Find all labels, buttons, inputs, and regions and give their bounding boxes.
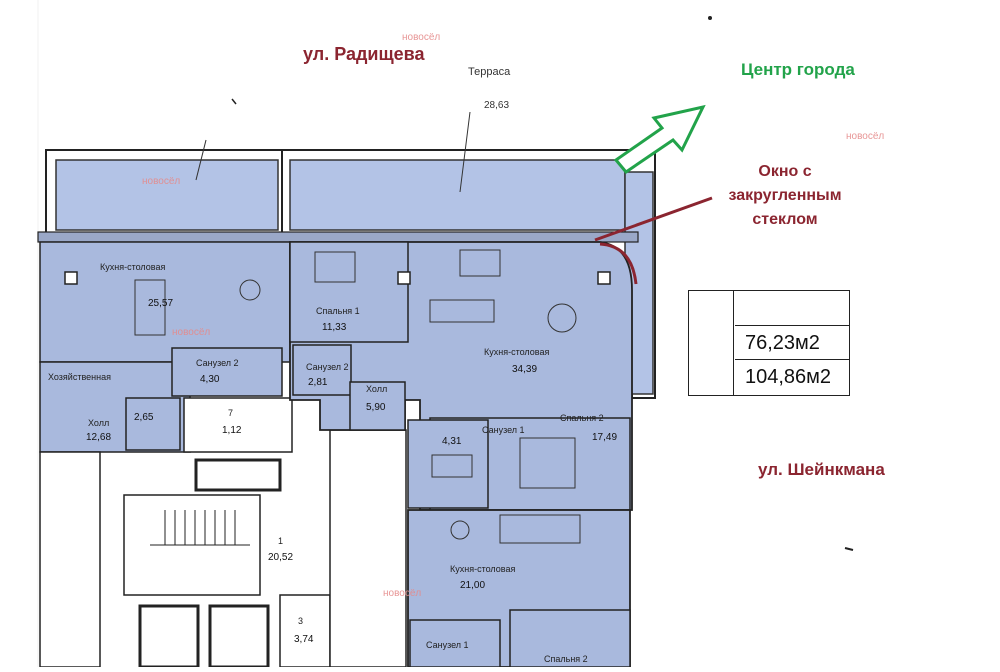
total-area-value: 104,86м2: [735, 359, 849, 394]
window-leader-line: [594, 196, 713, 242]
room-area: 25,57: [148, 298, 174, 309]
speck: [708, 16, 712, 20]
room-area: 5,90: [366, 402, 386, 413]
room-area: 1,12: [222, 425, 242, 436]
watermark-logo: новосёл: [172, 327, 211, 338]
bath-1: [407, 419, 489, 509]
sofa-icon: [429, 299, 495, 323]
bed-icon: [519, 437, 576, 489]
room-area: 21,00: [460, 580, 486, 591]
street-label-radishcheva: ул. Радищева: [303, 44, 425, 64]
facade-wall: [37, 231, 639, 243]
room-area: 4,31: [442, 436, 462, 447]
elevator-top: [194, 458, 282, 492]
bath-left: [171, 347, 283, 397]
table-icon: [450, 520, 470, 540]
watermark-logo: новосёл: [402, 32, 441, 43]
column-2: [397, 271, 411, 285]
room-area: 34,39: [512, 364, 538, 375]
room-label: Кухня-столовая: [450, 564, 516, 574]
city-center-arrow-icon: [613, 104, 706, 175]
room-label: Хозяйственная: [48, 372, 111, 382]
column-1: [597, 271, 611, 285]
room-3: [279, 594, 331, 668]
room-label: Санузел 1: [482, 425, 525, 435]
corridor-left: [39, 451, 101, 668]
leader-line-1: [195, 139, 207, 181]
room-label: Спальня 2: [544, 654, 588, 664]
leader-line-2: [459, 111, 471, 193]
room-area: 2,65: [134, 412, 154, 423]
city-center-label: Центр города: [741, 60, 855, 79]
terrace-left: [55, 159, 279, 231]
room-area: 11,33: [322, 322, 347, 333]
sofa-icon: [499, 514, 581, 544]
terrace-main: [289, 159, 626, 231]
room-label: Спальня 2: [560, 413, 604, 423]
sofa-icon: [459, 249, 501, 277]
room-label: Санузел 2: [196, 358, 239, 368]
rounded-window-note: Окно с закругленным стеклом: [728, 163, 842, 228]
speck: [231, 98, 237, 105]
room-7: [183, 397, 293, 453]
room-label: 3: [298, 616, 304, 626]
sofa-icon: [134, 279, 166, 336]
street-label-sheinkmana: ул. Шейнкмана: [758, 460, 885, 479]
room-area: 2,81: [308, 377, 328, 388]
room-label: Кухня-столовая: [484, 347, 550, 357]
bedroom-1: [289, 241, 409, 343]
watermark-logo: новосёл: [846, 131, 885, 142]
area-box-left-column: [689, 291, 734, 395]
room-label: 1: [278, 536, 284, 546]
stair-steps: [150, 510, 250, 546]
room-label: Холл: [366, 384, 388, 394]
area-summary-box: 76,23м2 104,86м2: [688, 290, 850, 396]
bedroom-bottom: [509, 609, 631, 668]
room-area: 20,52: [268, 552, 294, 563]
room-area: 12,68: [86, 432, 112, 443]
room-area: 17,49: [592, 432, 618, 443]
column-3: [64, 271, 78, 285]
table-icon: [239, 279, 261, 301]
room-label: Кухня-столовая: [100, 262, 166, 272]
room-area: 4,30: [200, 374, 220, 385]
room-area: 3,74: [294, 634, 314, 645]
small-left: [125, 397, 181, 451]
bath-2: [292, 344, 352, 396]
living-area-value: 76,23м2: [735, 325, 849, 360]
bath-bottom: [409, 619, 501, 668]
bathtub-icon: [431, 454, 473, 478]
speck: [844, 547, 854, 551]
bed-icon: [314, 251, 356, 283]
room-label: Холл: [88, 418, 110, 428]
rounded-window-highlight: [599, 242, 638, 285]
room-label: Санузел 2: [306, 362, 349, 372]
elevator-1: [138, 604, 200, 669]
hall-main: [349, 381, 406, 431]
corridor-main: [329, 429, 407, 668]
terrace-label: Терраса: [468, 66, 511, 78]
watermark-logo: новосёл: [142, 176, 181, 187]
room-label: Санузел 1: [426, 640, 469, 650]
dining-table-icon: [547, 303, 577, 333]
watermark-logo: новосёл: [383, 588, 422, 599]
elevator-2: [208, 604, 270, 669]
room-label: 7: [228, 408, 234, 418]
room-label: Спальня 1: [316, 306, 360, 316]
terrace-area: 28,63: [484, 100, 510, 111]
